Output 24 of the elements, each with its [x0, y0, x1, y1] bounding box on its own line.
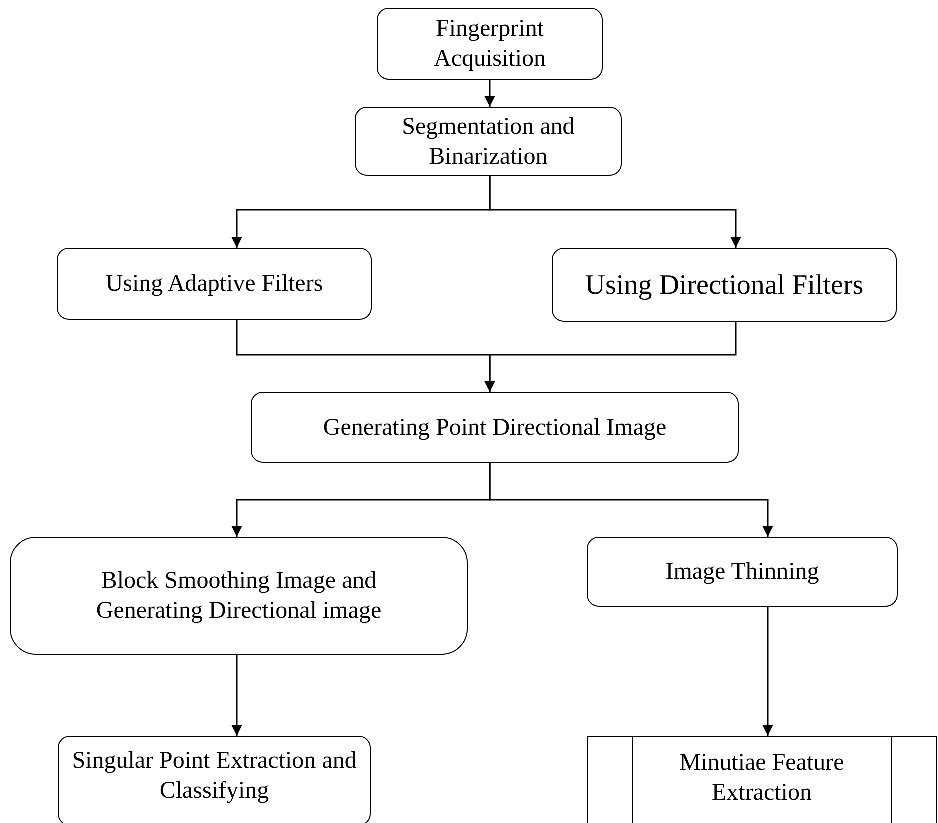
arrow	[232, 655, 242, 736]
box-label: Using Directional Filters	[585, 268, 864, 302]
process-box	[552, 248, 897, 322]
box-label: Image Thinning	[666, 558, 820, 587]
box-label: Fingerprint Acquisition	[433, 15, 547, 74]
arrow	[489, 463, 774, 537]
process-box	[58, 736, 371, 823]
arrow	[489, 176, 742, 248]
process-box	[10, 537, 468, 655]
process-box	[587, 537, 898, 607]
process-box	[57, 248, 372, 320]
arrow	[762, 607, 774, 736]
box-label: Block Smoothing Image and Generating Directional image	[95, 567, 383, 626]
box-label: Generating Point Directional Image	[323, 414, 667, 442]
box-label: Minutiae Feature Extraction	[678, 749, 846, 808]
arrow	[484, 322, 737, 392]
process-box	[377, 8, 603, 80]
box-label: Using Adaptive Filters	[106, 270, 324, 299]
process-box	[355, 107, 622, 176]
process-box	[251, 392, 739, 463]
box-label: Segmentation and Binarization	[401, 112, 576, 172]
box-label: Singular Point Extraction and Classifying	[71, 747, 358, 806]
arrow	[484, 80, 496, 107]
predefined-process-box	[587, 736, 937, 823]
